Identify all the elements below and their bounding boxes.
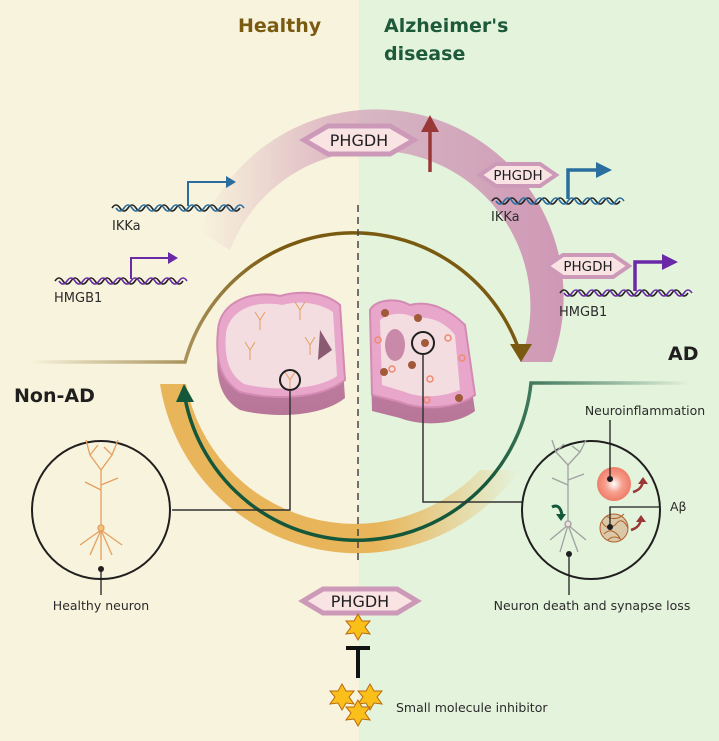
pink-progression-band xyxy=(200,109,564,363)
enhanced-transcription-arrow xyxy=(566,168,600,199)
dna-strand-blue xyxy=(495,197,625,205)
inhibitor-star-icon xyxy=(356,682,384,712)
healthy-slice-white-matter xyxy=(225,302,337,389)
phgdh-hmgb1-hexagon xyxy=(543,253,633,279)
header-healthy: Healthy xyxy=(238,15,322,37)
ad-inflammation-dots xyxy=(374,334,466,404)
healthy-hmgb1-gene: HMGB1 xyxy=(54,252,188,306)
healthy-brain-slice xyxy=(216,291,347,415)
neuron-death-label: Neuron death and synapse loss xyxy=(494,598,691,613)
ad-leader-line xyxy=(422,354,523,503)
header-ad-line2: disease xyxy=(384,43,465,65)
phgdh-hmgb1-label: PHGDH xyxy=(563,259,612,275)
ad-enlarged-ventricle xyxy=(385,329,405,361)
damaged-neuron-icon xyxy=(549,439,587,553)
neuroinflammation-label: Neuroinflammation xyxy=(585,403,705,418)
phgdh-top-label: PHGDH xyxy=(330,131,388,150)
healthy-hmgb1-label: HMGB1 xyxy=(54,291,102,306)
transcription-arrowhead-icon xyxy=(662,254,678,270)
ad-hmgb1-gene: PHGDH HMGB1 xyxy=(543,253,693,320)
header-ad-line1: Alzheimer's xyxy=(384,15,508,37)
healthy-neuron-label: Healthy neuron xyxy=(53,598,149,613)
inhibitor-star-icon xyxy=(344,698,372,728)
inhibitor-star-icon xyxy=(328,682,356,712)
healthy-to-ad-arc xyxy=(30,231,523,364)
healthy-slice-neurons xyxy=(244,301,316,390)
state-non-ad: Non-AD xyxy=(14,385,95,407)
enhanced-transcription-arrow xyxy=(633,260,666,291)
healthy-ikka-label: IKKa xyxy=(112,219,141,234)
pointer-line xyxy=(609,506,660,527)
arrowhead-to-ad xyxy=(510,344,532,362)
state-ad: AD xyxy=(668,343,698,365)
phgdh-inhibition-group: PHGDH Small molecule inhibitor xyxy=(298,586,548,728)
gold-recovery-band xyxy=(160,384,520,554)
dna-strand-blue xyxy=(115,204,245,212)
phgdh-ikka-hexagon xyxy=(476,162,560,188)
transcription-arrowhead-icon xyxy=(596,162,612,178)
healthy-ventricle xyxy=(318,330,332,360)
ad-pathology-circle xyxy=(521,440,661,580)
transcription-arrowhead-icon xyxy=(226,176,236,188)
inhibitor-label: Small molecule inhibitor xyxy=(396,700,548,715)
phgdh-top-group: PHGDH xyxy=(299,115,439,172)
upregulation-arrow-icon xyxy=(421,115,439,132)
ad-plaques xyxy=(380,309,463,402)
phgdh-inhibited-label: PHGDH xyxy=(331,592,389,611)
transcription-start-arrow xyxy=(130,257,170,279)
neuroinflammation-icon xyxy=(597,467,631,501)
healthy-ikka-gene: IKKa xyxy=(111,176,245,234)
arrowhead-to-non-ad xyxy=(176,384,194,402)
ad-ikka-label: IKKa xyxy=(491,210,520,225)
abeta-plaque-icon xyxy=(599,513,629,543)
ad-to-healthy-arc xyxy=(183,381,690,542)
healthy-leader-line xyxy=(172,390,291,511)
dna-strand-purple xyxy=(58,277,188,285)
neuron-loss-arrow-icon xyxy=(551,504,564,516)
inflammation-increase-arrowhead xyxy=(638,477,648,484)
ad-ikka-gene: PHGDH IKKa xyxy=(476,162,625,225)
abeta-label: Aβ xyxy=(670,499,687,514)
phgdh-inhibited-hexagon xyxy=(298,586,422,616)
transcription-start-arrow xyxy=(187,181,228,206)
abeta-increase-arrowhead xyxy=(636,515,646,522)
bound-inhibitor-star-icon xyxy=(344,612,372,642)
healthy-neuron-icon xyxy=(79,439,123,560)
ad-pathology-inset: Neuroinflammation Aβ Neuron death and sy… xyxy=(494,403,706,613)
ad-hmgb1-label: HMGB1 xyxy=(559,305,607,320)
phgdh-top-hexagon xyxy=(299,123,419,157)
dna-strand-purple xyxy=(563,289,693,297)
healthy-neuron-inset: Healthy neuron xyxy=(31,439,171,613)
neuron-loss-arrowhead xyxy=(556,514,566,521)
transcription-arrowhead-icon xyxy=(168,252,178,264)
phgdh-ikka-label: PHGDH xyxy=(493,168,542,184)
